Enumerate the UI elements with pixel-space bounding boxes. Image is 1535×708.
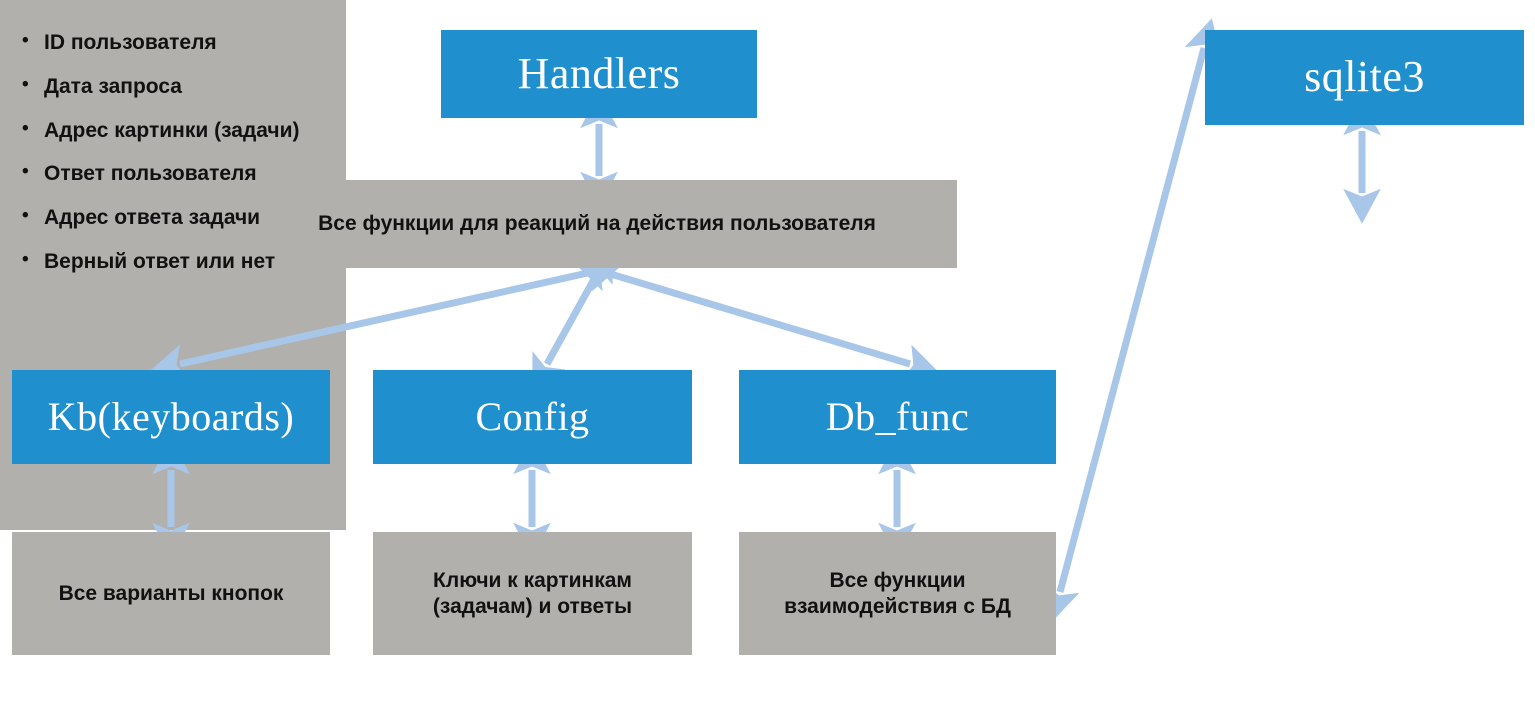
description-label-handlers: Все функции для реакций на действия поль… (318, 212, 876, 236)
description-box-config: Ключи к картинкам (задачам) и ответы (373, 532, 692, 655)
bullet-icon: • (22, 30, 29, 51)
module-label-handlers: Handlers (517, 48, 681, 98)
module-box-handlers[interactable]: Handlers (441, 30, 757, 118)
description-box-kb: Все варианты кнопок (12, 532, 330, 655)
list-item: • Ответ пользователя (22, 159, 334, 189)
module-label-db-func: Db_func (825, 394, 970, 439)
description-label-db-func-line1: Все функции (829, 568, 966, 592)
db-field-label: Ответ пользователя (44, 162, 257, 186)
module-label-kb: Kb(keyboards) (47, 394, 295, 439)
bullet-icon: • (22, 73, 29, 95)
module-box-db-func[interactable]: Db_func (739, 370, 1056, 464)
module-label-sqlite: sqlite3 (1304, 52, 1425, 102)
list-item: • Дата запроса (22, 72, 334, 102)
db-field-label: ID пользователя (44, 31, 217, 54)
module-box-sqlite[interactable]: sqlite3 (1205, 30, 1524, 125)
arrow-db-func-description-to-sqlite (1042, 18, 1222, 622)
bullet-icon: • (22, 249, 29, 271)
module-box-kb[interactable]: Kb(keyboards) (12, 370, 330, 464)
bullet-icon: • (22, 161, 29, 183)
db-field-label: Верный ответ или нет (44, 250, 276, 274)
arrow-description-to-config (532, 245, 613, 391)
list-item: • Адрес картинки (задачи) (22, 116, 334, 146)
description-label-db-func-line2: взаимодействия с БД (784, 594, 1011, 618)
description-box-handlers: Все функции для реакций на действия поль… (237, 180, 957, 268)
description-box-db-func: Все функции взаимодействия с БД (739, 532, 1056, 655)
module-label-config: Config (475, 394, 590, 439)
list-item: • Адрес ответа задачи (22, 203, 334, 233)
db-field-label: Дата запроса (44, 74, 182, 98)
bullet-icon: • (22, 117, 29, 139)
description-label-config-line1: Ключи к картинкам (433, 568, 632, 592)
description-label-config: Ключи к картинкам (задачам) и ответы (433, 568, 632, 619)
description-label-db-func: Все функции взаимодействия с БД (784, 568, 1011, 619)
description-label-kb: Все варианты кнопок (58, 581, 284, 605)
arrow-description-to-db-func (574, 255, 940, 381)
module-box-config[interactable]: Config (373, 370, 692, 464)
description-label-config-line2: (задачам) и ответы (432, 594, 633, 618)
db-field-label: Адрес картинки (задачи) (44, 118, 300, 142)
list-item: • Верный ответ или нет (22, 247, 334, 277)
list-item: • ID пользователя (22, 28, 334, 58)
db-field-label: Адрес ответа задачи (44, 206, 261, 230)
bullet-icon: • (22, 205, 29, 227)
